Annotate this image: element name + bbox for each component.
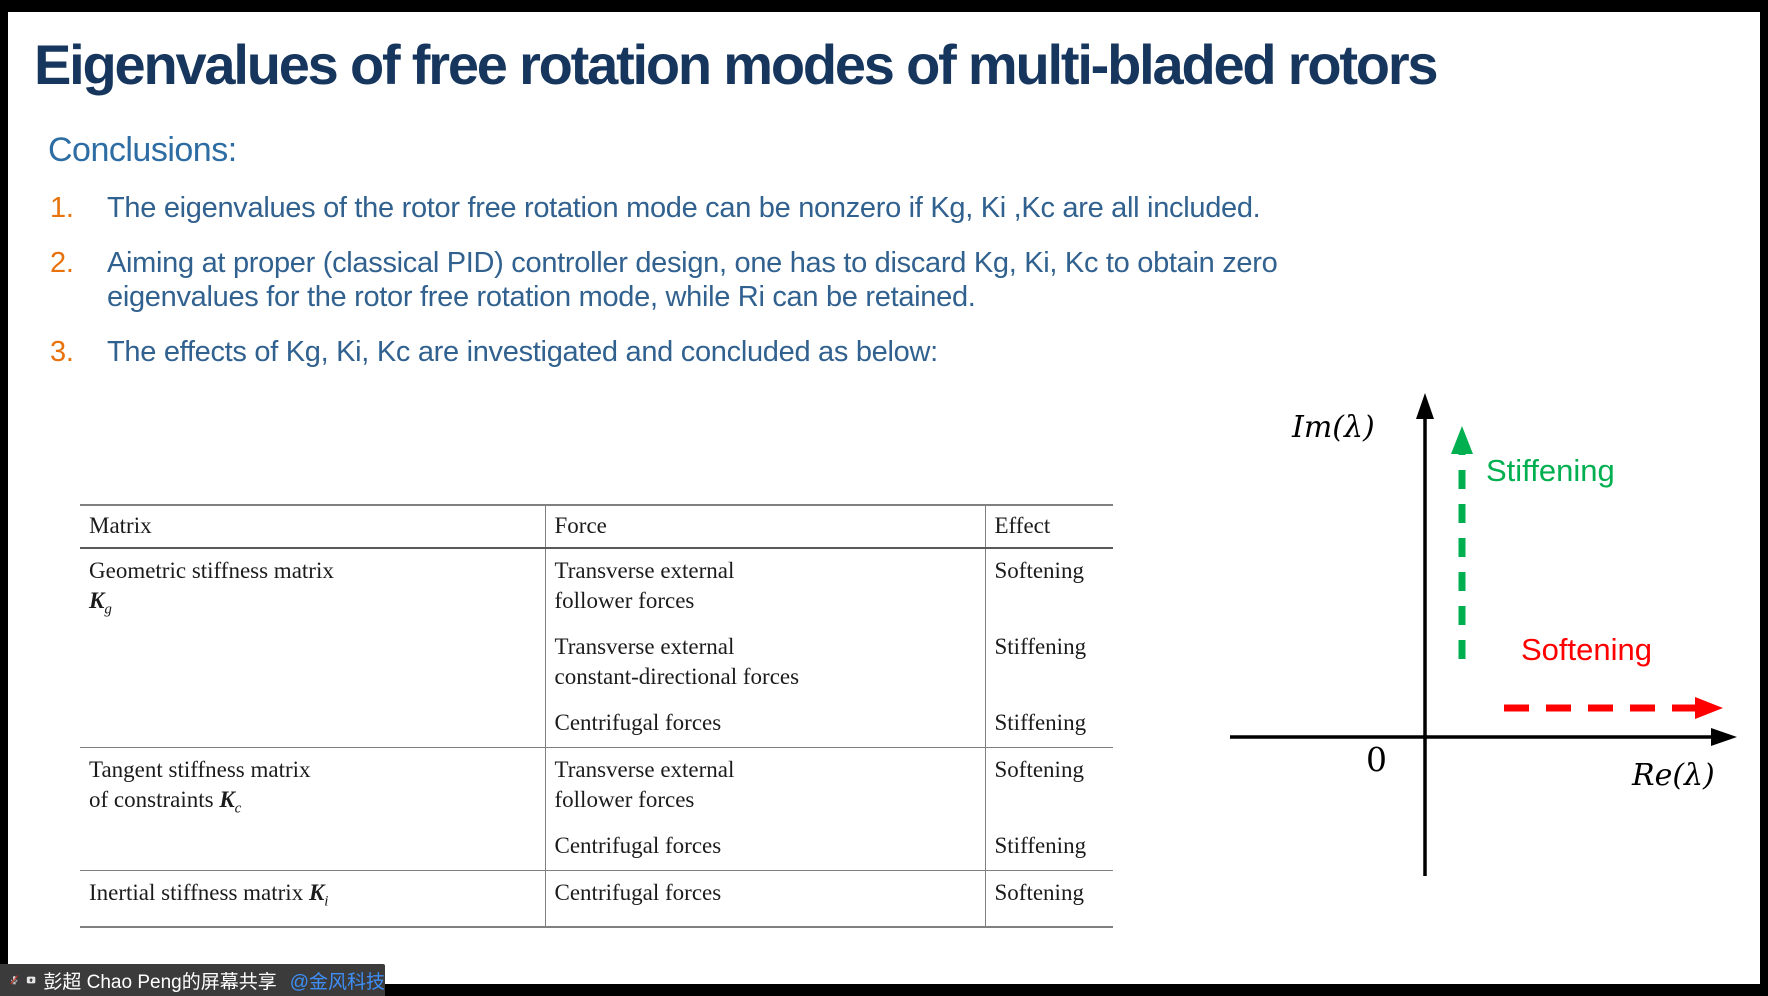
re-axis-arrowhead-icon — [1711, 728, 1737, 746]
list-number-1: 1. — [50, 192, 74, 224]
softening-arrowhead-icon — [1695, 697, 1723, 719]
effect-cell: Stiffening — [984, 625, 1113, 701]
force-line: follower forces — [554, 787, 695, 812]
force-line: Transverse external — [554, 634, 735, 659]
stiffening-label: Stiffening — [1486, 453, 1615, 488]
im-axis-label: Im(λ) — [1292, 410, 1375, 445]
list-item-2: 2. Aiming at proper (classical PID) cont… — [50, 246, 1470, 314]
header-effect: Effect — [984, 504, 1113, 549]
force-line: constant-directional forces — [554, 664, 800, 689]
screen-share-icon — [27, 976, 36, 984]
softening-label: Softening — [1521, 632, 1652, 667]
table-row: Centrifugal forces Stiffening — [80, 824, 1113, 871]
list-text-3: The effects of Kg, Ki, Kc are investigat… — [107, 335, 938, 369]
list-text-2-line-2: eigenvalues for the rotor free rotation … — [107, 281, 976, 313]
k-symbol: K — [219, 787, 235, 812]
k-symbol: K — [89, 588, 105, 613]
effect-cell: Softening — [984, 869, 1113, 928]
k-subscript: c — [234, 800, 242, 817]
matrix-cell-inertial: Inertial stiffness matrix Ki — [80, 869, 545, 928]
force-line: Centrifugal forces — [554, 880, 722, 905]
matrix-cell-geometric: Geometric stiffness matrix Kg — [80, 548, 545, 748]
effect-cell: Softening — [984, 747, 1113, 824]
stiffening-arrowhead-icon — [1451, 426, 1473, 454]
matrix-cell-tangent: Tangent stiffness matrix of constraints … — [80, 747, 545, 871]
table-row: Inertial stiffness matrix Ki Centrifugal… — [80, 869, 1113, 928]
list-number-2: 2. — [50, 247, 74, 279]
force-cell: Centrifugal forces — [544, 869, 985, 928]
k-symbol: K — [308, 880, 325, 905]
force-line: follower forces — [554, 588, 695, 613]
list-text-3-line-1: The effects of Kg, Ki, Kc are investigat… — [107, 336, 938, 368]
re-axis-label: Re(λ) — [1632, 758, 1715, 793]
k-subscript: g — [104, 601, 112, 618]
table-row: Centrifugal forces Stiffening — [80, 701, 1113, 748]
list-number-3: 3. — [50, 336, 74, 368]
share-owner-text: 彭超 Chao Peng的屏幕共享 — [43, 971, 277, 993]
matrix-tangent-line2-prefix: of constraints — [89, 787, 220, 812]
list-text-1: The eigenvalues of the rotor free rotati… — [107, 191, 1261, 225]
eigenvalue-plane-diagram — [1230, 393, 1737, 876]
slide-title: Eigenvalues of free rotation modes of mu… — [34, 33, 1439, 96]
force-cell: Transverse external follower forces — [544, 548, 985, 625]
conclusions-heading: Conclusions: — [48, 131, 237, 169]
effect-cell: Softening — [984, 548, 1113, 625]
header-force: Force — [544, 504, 985, 549]
share-mention-link[interactable]: @金风科技 — [289, 971, 385, 993]
list-text-1-line-1: The eigenvalues of the rotor free rotati… — [107, 192, 1261, 224]
list-text-2-line-1: Aiming at proper (classical PID) control… — [107, 247, 1278, 279]
force-cell: Transverse external follower forces — [544, 747, 985, 824]
im-axis-arrowhead-icon — [1416, 393, 1434, 419]
origin-label: 0 — [1366, 740, 1387, 779]
matrix-tangent-line1: Tangent stiffness matrix — [89, 757, 311, 782]
matrix-geometric-line1: Geometric stiffness matrix — [89, 558, 334, 583]
header-matrix: Matrix — [80, 504, 545, 549]
list-item-1: 1. The eigenvalues of the rotor free rot… — [50, 191, 1470, 225]
force-line: Centrifugal forces — [554, 710, 722, 735]
table-row: Tangent stiffness matrix of constraints … — [80, 747, 1113, 871]
table-row: Geometric stiffness matrix Kg Transverse… — [80, 548, 1113, 625]
effect-cell: Stiffening — [984, 701, 1113, 748]
force-cell: Transverse external constant-directional… — [544, 625, 985, 701]
matrix-inertial-prefix: Inertial stiffness matrix — [89, 880, 309, 905]
muted-microphone-icon — [10, 975, 19, 985]
list-text-2: Aiming at proper (classical PID) control… — [107, 246, 1278, 314]
table-row: Transverse external constant-directional… — [80, 625, 1113, 701]
effect-cell: Stiffening — [984, 824, 1113, 871]
force-line: Transverse external — [554, 757, 735, 782]
force-cell: Centrifugal forces — [544, 824, 985, 871]
force-cell: Centrifugal forces — [544, 701, 985, 748]
k-subscript: i — [324, 893, 329, 910]
force-line: Transverse external — [554, 558, 735, 583]
force-line: Centrifugal forces — [554, 833, 722, 858]
list-item-3: 3. The effects of Kg, Ki, Kc are investi… — [50, 335, 1470, 369]
screen-share-status-bar: 彭超 Chao Peng的屏幕共享 @金风科技 — [0, 964, 385, 996]
effects-table: Matrix Force Effect Geometric stiffness … — [80, 504, 1113, 928]
table-header-row: Matrix Force Effect — [80, 504, 1113, 549]
